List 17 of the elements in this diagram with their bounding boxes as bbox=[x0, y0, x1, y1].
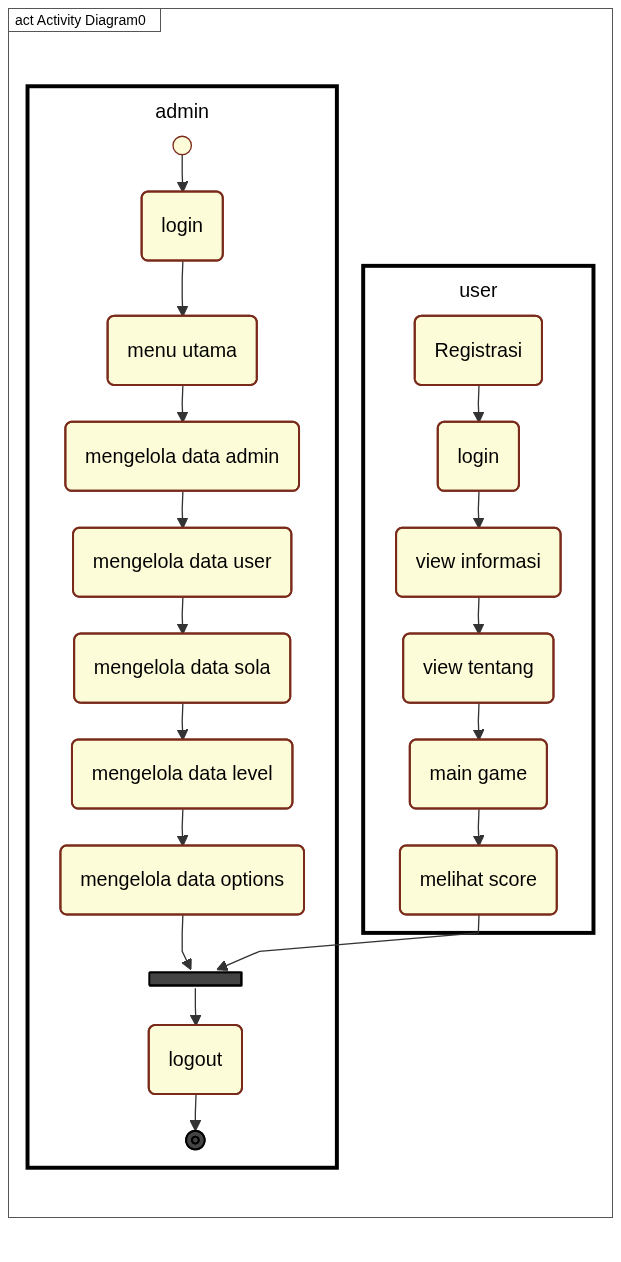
arrow bbox=[176, 490, 189, 529]
arrow bbox=[176, 808, 189, 847]
arrow bbox=[176, 702, 189, 741]
arrow bbox=[176, 596, 189, 635]
arrow bbox=[176, 384, 189, 423]
node-circle bbox=[172, 135, 193, 156]
frame-title: act Activity Diagram0 bbox=[9, 9, 161, 32]
arrow bbox=[176, 154, 189, 193]
arrow bbox=[472, 596, 485, 635]
arrow bbox=[472, 702, 485, 741]
arrow bbox=[189, 1094, 202, 1132]
arrow bbox=[472, 384, 485, 423]
arrow bbox=[176, 260, 189, 317]
arrow bbox=[216, 914, 480, 971]
arrow bbox=[181, 914, 192, 971]
arrow bbox=[472, 490, 485, 529]
arrow bbox=[472, 808, 485, 847]
